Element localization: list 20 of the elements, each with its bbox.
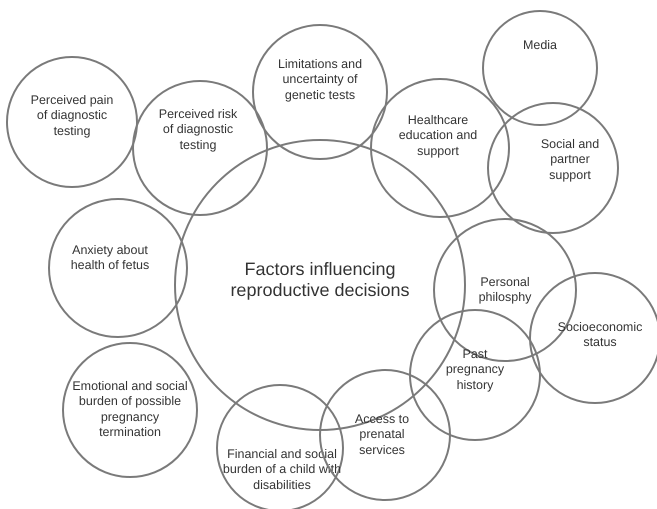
circle-label: Media (522, 38, 558, 54)
circle (6, 56, 138, 188)
circle (132, 80, 268, 216)
circle-label: Perceived pain of diagnostic testing (30, 92, 114, 140)
circle-label: Healthcare education and support (398, 112, 478, 160)
circle (487, 102, 619, 234)
circle (216, 384, 344, 509)
circle (252, 24, 388, 160)
circle-label: Anxiety about health of fetus (70, 242, 150, 274)
circle (409, 309, 541, 441)
circle-label: Perceived risk of diagnostic testing (158, 106, 238, 154)
circle-label: Personal philosphy (478, 274, 532, 306)
circle (370, 78, 510, 218)
circle (48, 198, 188, 338)
circle (62, 342, 198, 478)
circle-label: Social and partner support (540, 136, 600, 184)
circle-label: Emotional and social burden of possible pregnancy termination (71, 378, 189, 441)
circle-label: Factors influencing reproductive decisions (229, 258, 411, 302)
circle-label: Limitations and uncertainty of genetic tests (276, 56, 364, 104)
circle (482, 10, 598, 126)
